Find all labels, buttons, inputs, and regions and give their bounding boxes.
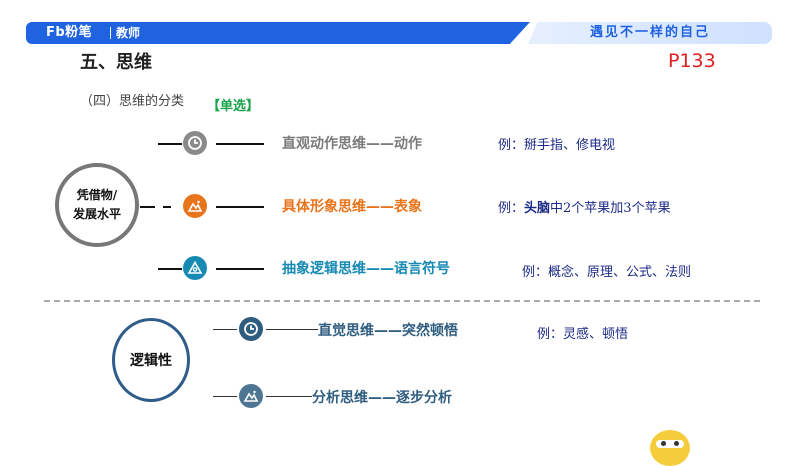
- connector-line: [266, 329, 318, 330]
- connector-line: [140, 206, 155, 208]
- page-number: P133: [668, 50, 716, 72]
- row-label-intuitive-action: 直观动作思维——动作: [282, 136, 422, 152]
- row-label-analytic: 分析思维——逐步分析: [312, 390, 452, 406]
- clock-icon: [239, 317, 263, 341]
- header-slogan: 遇见不一样的自己: [590, 25, 711, 40]
- row-example: 例：概念、原理、公式、法则: [522, 265, 692, 280]
- group-label-logic: 逻辑性: [130, 353, 172, 369]
- connector-line: [213, 396, 237, 397]
- logo-divider: [110, 27, 111, 39]
- row-example: 例：掰手指、修电视: [498, 138, 616, 153]
- group-circle-medium: 凭借物/ 发展水平: [55, 163, 139, 247]
- mountain-icon: [183, 194, 207, 218]
- example-prefix: 例：: [498, 201, 525, 216]
- section-title: 五、思维: [80, 52, 152, 73]
- emoji-face-icon: [650, 430, 690, 466]
- subsection-title: （四）思维的分类: [80, 94, 185, 109]
- example-rest: 中2个苹果加3个苹果: [550, 201, 671, 216]
- triangle-icon: [183, 256, 207, 280]
- row-label-abstract-logic: 抽象逻辑思维——语言符号: [282, 261, 450, 277]
- connector-line: [216, 143, 264, 145]
- header-slogan-bar: [528, 22, 772, 44]
- connector-line: [216, 206, 264, 208]
- dashed-divider: [44, 300, 760, 302]
- row-label-concrete-image: 具体形象思维——表象: [282, 199, 422, 215]
- connector-line: [216, 268, 264, 270]
- row-example: 例：头脑中2个苹果加3个苹果: [498, 197, 671, 216]
- connector-line: [213, 329, 237, 330]
- row-example: 例：灵感、顿悟: [537, 327, 629, 342]
- connector-line: [266, 396, 312, 397]
- example-bold: 头脑: [524, 201, 551, 216]
- clock-icon: [183, 131, 207, 155]
- connector-line: [158, 268, 182, 270]
- fenbi-logo: Fb粉笔: [46, 25, 93, 40]
- group-circle-logic: 逻辑性: [112, 318, 190, 402]
- header-bar: [26, 22, 530, 44]
- single-choice-tag: 【单选】: [207, 99, 260, 114]
- connector-line: [158, 143, 182, 145]
- connector-line: [163, 206, 171, 208]
- group-label-medium: 凭借物/ 发展水平: [72, 188, 121, 221]
- logo-subtitle: 教师: [116, 26, 141, 40]
- row-label-intuition: 直觉思维——突然顿悟: [318, 323, 458, 339]
- mountain-icon: [239, 384, 263, 408]
